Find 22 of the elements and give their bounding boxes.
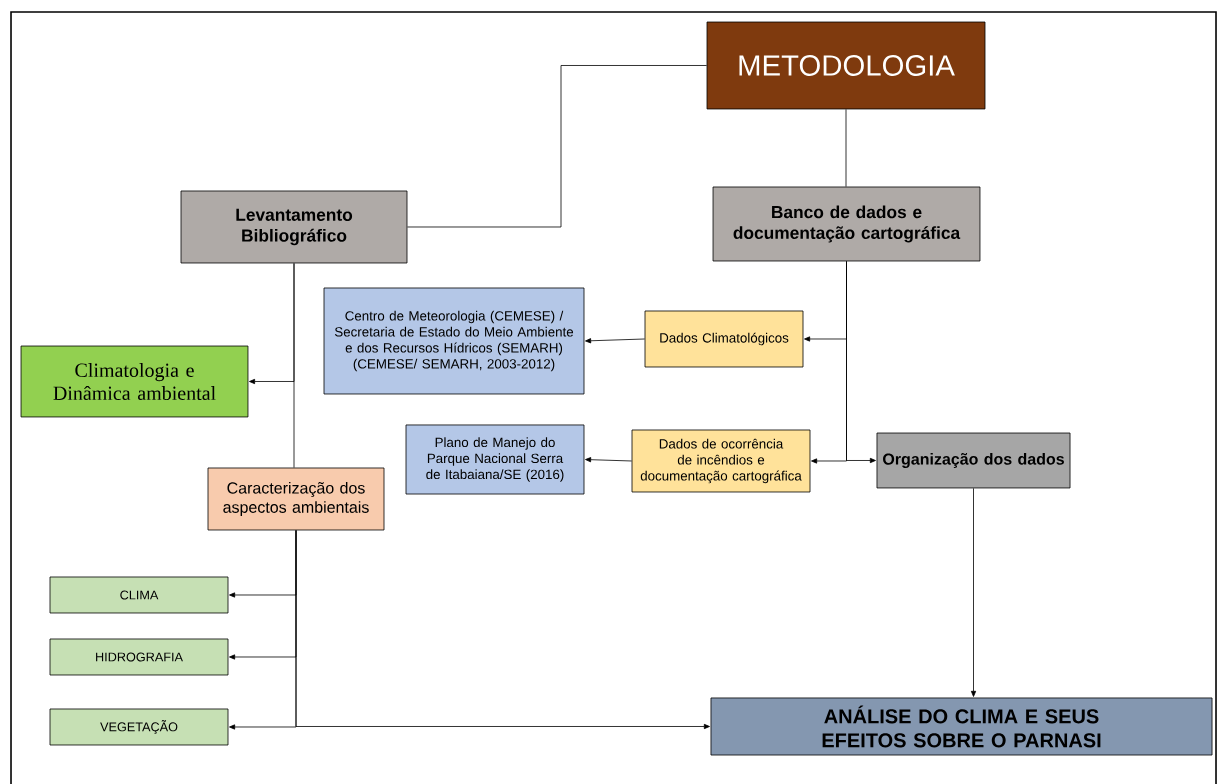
process-box: ANÁLISE DO CLIMA E SEUS EFEITOS SOBRE O PARNASI bbox=[710, 697, 1213, 756]
connector bbox=[585, 338, 645, 344]
process-box: METODOLOGIA bbox=[706, 21, 986, 110]
process-box: Centro de Meteorologia (CEMESE) / Secretaria de Estado do Meio Ambiente e dos Recursos Hídricos (SEMARH) (CEMESE/ SEMARH, 2003-2012) bbox=[323, 287, 585, 395]
process-box: CLIMA bbox=[49, 576, 229, 614]
connector bbox=[585, 457, 632, 463]
process-box: Dados de ocorrência de incêndios e documentação cartográfica bbox=[631, 429, 811, 493]
process-box: Climatologia e Dinâmica ambiental bbox=[20, 345, 249, 418]
process-box: HIDROGRAFIA bbox=[49, 638, 229, 676]
process-box: Levantamento Bibliográfico bbox=[180, 190, 408, 264]
process-box: Dados Climatológicos bbox=[644, 310, 804, 368]
connector bbox=[407, 65, 707, 228]
connector bbox=[846, 261, 876, 464]
process-box: Organização dos dados bbox=[876, 432, 1071, 489]
process-box: Caracterização dos aspectos ambientais bbox=[207, 467, 385, 531]
process-box: Banco de dados e documentação cartográfica bbox=[712, 186, 981, 262]
connector bbox=[249, 263, 295, 385]
connector bbox=[970, 487, 977, 697]
connector bbox=[845, 108, 847, 187]
process-box: Plano de Manejo do Parque Nacional Serra de Itabaiana/SE (2016) bbox=[405, 424, 585, 495]
connector bbox=[295, 530, 710, 730]
process-box: VEGETAÇÃO bbox=[49, 708, 229, 746]
